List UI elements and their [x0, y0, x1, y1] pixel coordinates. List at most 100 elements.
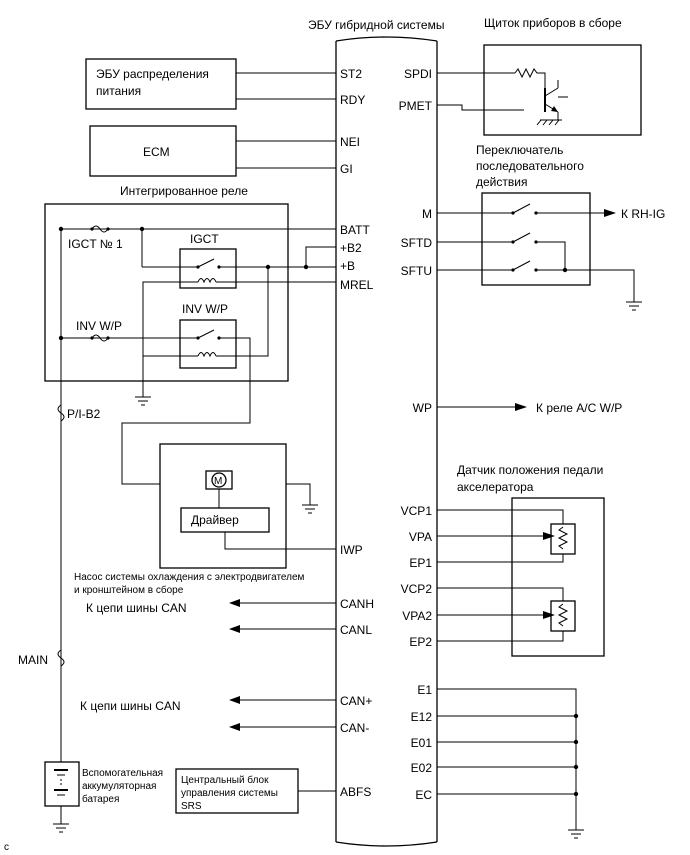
can-circuit-label-2: К цепи шины CAN — [80, 699, 181, 713]
ground-icon — [302, 504, 318, 514]
power-distribution-ecu-box — [85, 58, 237, 110]
junction-dot — [139, 226, 145, 232]
pin-b: +B — [340, 259, 355, 273]
pin-m: M — [422, 207, 432, 221]
inv-switch-arm — [197, 329, 215, 339]
pin-wp: WP — [413, 401, 432, 415]
arrow-icon — [229, 723, 240, 731]
to-acwp-label: К реле A/C W/P — [536, 401, 622, 415]
wire-sftu-common — [536, 269, 635, 302]
junction-dot — [573, 791, 579, 797]
wire-ep1 — [437, 554, 564, 563]
junction-dot — [58, 335, 64, 341]
resistor-icon — [550, 523, 576, 555]
meter-title: Щиток приборов в сборе — [484, 16, 622, 30]
ground-icon — [135, 396, 151, 406]
pin-pmet: PMET — [399, 99, 433, 113]
pin-batt: BATT — [340, 223, 370, 237]
inv-relay-box — [179, 319, 237, 369]
pin-ep1: EP1 — [409, 556, 432, 570]
wire-pump-ground — [286, 483, 311, 505]
igct-relay-label: IGCT — [190, 232, 219, 246]
fuse-terminal-dot — [106, 336, 110, 340]
fuse-terminal-dot — [106, 227, 110, 231]
shift-label-1: Переключатель — [476, 143, 563, 157]
arrow-icon — [515, 403, 527, 411]
shift-label-3: действия — [476, 175, 527, 189]
junction-dot — [58, 226, 64, 232]
pedal-sensor-box — [511, 497, 605, 657]
fuse-terminal-dot — [90, 336, 94, 340]
motor-label: M — [214, 476, 222, 487]
resistor-zigzag-2 — [557, 603, 569, 627]
pin-sftu: SFTU — [401, 264, 432, 278]
wire-igct-coil-ground — [142, 281, 198, 397]
fuse-icon — [57, 649, 65, 667]
pin-canm: CAN- — [340, 721, 369, 735]
battery-label-1: Вспомогательная — [82, 768, 163, 779]
combination-meter-box — [483, 44, 642, 136]
resistor-icon — [514, 67, 546, 88]
ground-icon — [568, 829, 584, 839]
pin-mrel: MREL — [340, 278, 374, 292]
inv-fuse-label: INV W/P — [76, 319, 122, 333]
junction-dot — [573, 764, 579, 770]
igct-fuse-label: IGCT № 1 — [68, 237, 123, 251]
pin-vcp2: VCP2 — [401, 582, 433, 596]
igct-relay-box — [179, 248, 237, 289]
wire-vcp2 — [437, 587, 564, 601]
pin-iwp: IWP — [340, 543, 363, 557]
switch-arm-m — [512, 203, 531, 214]
wire-ep2 — [437, 631, 564, 642]
wire-e1 — [437, 688, 577, 830]
inv-relay-label: INV W/P — [182, 302, 228, 316]
pin-gi: GI — [340, 162, 353, 176]
srs-label-3: SRS — [181, 801, 202, 812]
pin-ep2: EP2 — [409, 635, 432, 649]
shift-switch-box — [481, 192, 591, 286]
pin-e1: E1 — [417, 683, 432, 697]
fuse-icon — [57, 404, 65, 422]
pin-st2: ST2 — [340, 67, 362, 81]
hybrid-ecu — [335, 36, 438, 847]
transistor-icon — [544, 80, 568, 113]
arrow-icon — [229, 599, 240, 607]
can-circuit-label-1: К цепи шины CAN — [86, 601, 187, 615]
fuse-main-label: MAIN — [18, 653, 48, 667]
igct-switch-arm — [197, 258, 215, 268]
wire-inv-coil-b — [216, 267, 269, 357]
srs-label-1: Центральный блок — [181, 774, 269, 786]
pedal-label-2: акселератора — [457, 480, 534, 494]
resistor-zigzag-1 — [557, 526, 569, 550]
corner-mark: c — [4, 842, 9, 853]
pin-canh: CANH — [340, 597, 374, 611]
fuse-icon — [91, 225, 109, 233]
integrated-relay-box — [44, 203, 289, 382]
srs-label-2: управления системы — [181, 788, 278, 799]
wire-iwp — [224, 532, 336, 550]
power-ecu-label-2: питания — [96, 84, 141, 98]
pin-b2: +B2 — [340, 241, 362, 255]
driver-label: Драйвер — [191, 513, 239, 527]
arrow-icon — [543, 611, 555, 619]
pin-sftd: SFTD — [401, 236, 433, 250]
ground-icon — [626, 301, 642, 311]
fuse-terminal-dot — [90, 227, 94, 231]
pin-abfs: ABFS — [340, 785, 371, 799]
switch-arm-sftd — [512, 232, 531, 243]
arrow-icon — [543, 532, 555, 540]
pin-rdy: RDY — [340, 93, 365, 107]
relay-coil-icon — [197, 278, 217, 284]
wire-vcp1 — [437, 509, 564, 524]
pedal-label-1: Датчик положения педали — [457, 463, 603, 477]
water-pump-box — [159, 443, 287, 569]
pin-nei: NEI — [340, 135, 360, 149]
wire-sftd-common — [536, 241, 566, 270]
switch-arm-sftu — [512, 260, 531, 271]
arrow-icon — [604, 209, 616, 217]
relay-title: Интегрированное реле — [120, 184, 248, 198]
resistor-icon — [550, 600, 576, 632]
junction-dot — [562, 267, 568, 273]
fuse-pib2-label: P/I-B2 — [67, 407, 101, 421]
